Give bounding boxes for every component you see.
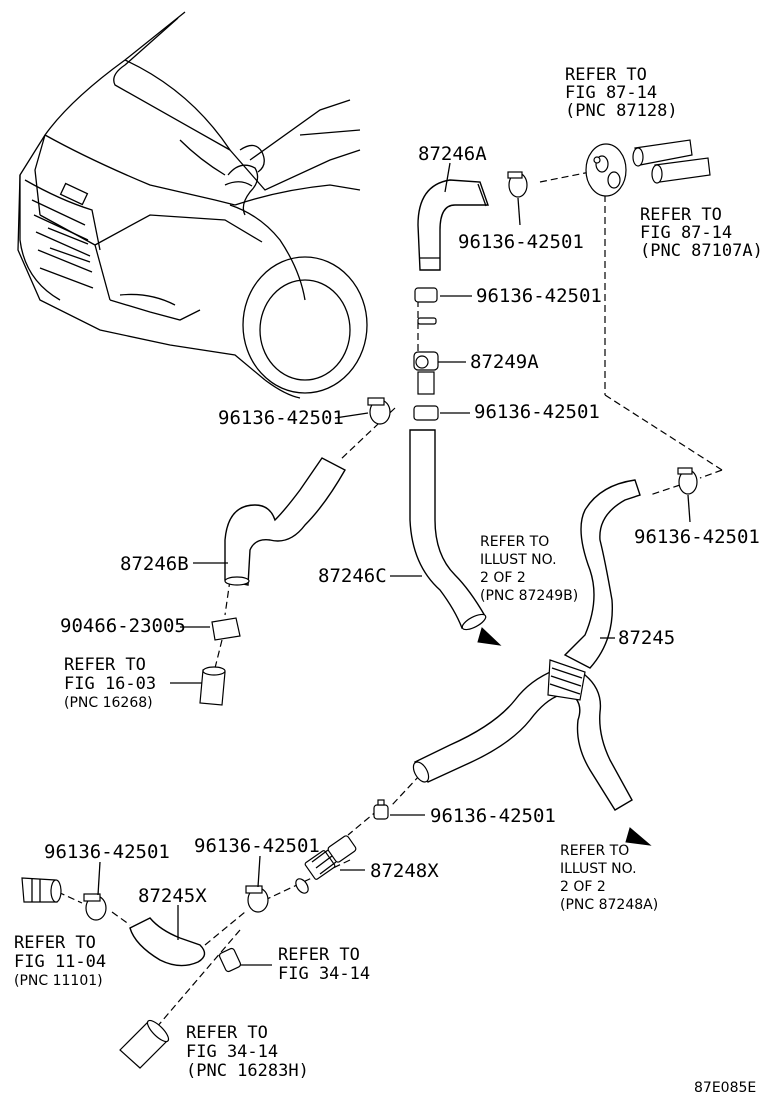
ref-11101-line1: REFER TO bbox=[14, 933, 96, 953]
arrow-87248a bbox=[625, 827, 652, 846]
label-96136-6: 96136-42501 bbox=[430, 805, 556, 827]
ref-87248a-line4: (PNC 87248A) bbox=[560, 897, 658, 913]
ref-11101-line3: (PNC 11101) bbox=[14, 973, 103, 989]
ref-87249b-line4: (PNC 87249B) bbox=[480, 588, 578, 604]
label-87249a: 87249A bbox=[470, 351, 539, 373]
clamps bbox=[21, 171, 698, 1069]
ref-fig3414-line1: REFER TO bbox=[278, 945, 360, 965]
pipes-87107a bbox=[632, 139, 711, 184]
hose-87246b bbox=[224, 457, 346, 586]
label-96136-1: 96136-42501 bbox=[458, 231, 584, 253]
ref-87128-line1: REFER TO bbox=[565, 65, 647, 85]
ref-16283h-line2: FIG 34-14 bbox=[186, 1042, 278, 1062]
label-96136-2: 96136-42501 bbox=[476, 285, 602, 307]
ref-87248a-line1: REFER TO bbox=[560, 843, 629, 859]
label-96136-7: 96136-42501 bbox=[44, 841, 170, 863]
leader-lines bbox=[97, 162, 691, 966]
ref-87128-line2: FIG 87-14 bbox=[565, 83, 657, 103]
ref-fig3414-line2: FIG 34-14 bbox=[278, 964, 370, 984]
diagram-code: 87E085E bbox=[694, 1080, 756, 1096]
ref-87107a-line1: REFER TO bbox=[640, 205, 722, 225]
label-87248x: 87248X bbox=[370, 860, 439, 882]
label-96136-5: 96136-42501 bbox=[634, 526, 760, 548]
dashed-leader-lines bbox=[57, 171, 723, 1036]
ref-87249b-line1: REFER TO bbox=[480, 534, 549, 550]
label-87246a: 87246A bbox=[418, 143, 487, 165]
label-96136-4: 96136-42501 bbox=[474, 401, 600, 423]
ref-87107a-line2: FIG 87-14 bbox=[640, 223, 732, 243]
label-87245x: 87245X bbox=[138, 885, 207, 907]
label-87246b: 87246B bbox=[120, 553, 189, 575]
label-87246c: 87246C bbox=[318, 565, 387, 587]
part-labels: REFER TO FIG 87-14 (PNC 87128) REFER TO … bbox=[14, 65, 760, 1096]
ref-87248a-line2: ILLUST NO. bbox=[560, 861, 637, 877]
ref-16268-line3: (PNC 16268) bbox=[64, 695, 153, 711]
label-96136-8: 96136-42501 bbox=[194, 835, 320, 857]
ref-16283h-line1: REFER TO bbox=[186, 1023, 268, 1043]
label-90466: 90466-23005 bbox=[60, 615, 186, 637]
label-87245: 87245 bbox=[618, 627, 675, 649]
ref-87249b-line2: ILLUST NO. bbox=[480, 552, 557, 568]
ref-87248a-line3: 2 OF 2 bbox=[560, 879, 606, 895]
arrow-87249b bbox=[477, 627, 502, 646]
label-96136-3: 96136-42501 bbox=[218, 407, 344, 429]
ref-16283h-line3: (PNC 16283H) bbox=[186, 1061, 309, 1081]
grommet-87128 bbox=[585, 143, 627, 197]
hose-87246a bbox=[417, 179, 489, 271]
ref-87249b-line3: 2 OF 2 bbox=[480, 570, 526, 586]
vehicle-front-illustration bbox=[17, 11, 368, 399]
ref-16268-line1: REFER TO bbox=[64, 655, 146, 675]
ref-16268-line2: FIG 16-03 bbox=[64, 674, 156, 694]
ref-87107a-line3: (PNC 87107A) bbox=[640, 241, 760, 261]
ref-87128-line3: (PNC 87128) bbox=[565, 101, 678, 121]
hose-87245x bbox=[129, 917, 206, 967]
hose-87245 bbox=[412, 479, 641, 811]
ref-11101-line2: FIG 11-04 bbox=[14, 952, 106, 972]
hose-87246c bbox=[409, 429, 487, 631]
